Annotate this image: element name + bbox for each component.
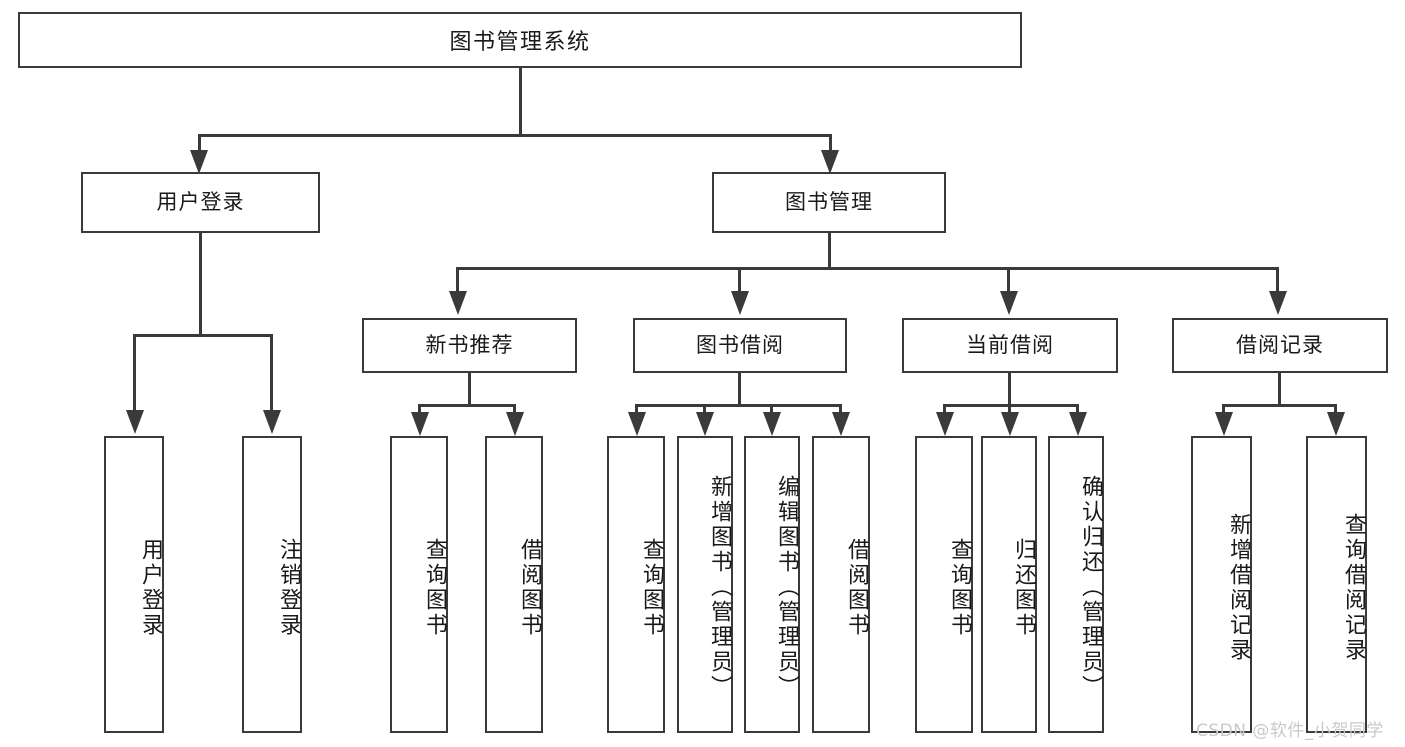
node-book-manage[interactable]: 图书管理	[712, 172, 946, 233]
leaf-add-book-admin[interactable]: 新增图书（管理员）	[677, 436, 733, 733]
connector-borrowrecord-stem	[1278, 373, 1281, 406]
leaf-edit-book-admin[interactable]: 编辑图书（管理员）	[744, 436, 800, 733]
connector-bookmanage-to-bookborrow	[738, 267, 741, 297]
arrowhead-root-to-bookmanage	[821, 150, 839, 174]
connector-userlogin-to-leaf2	[270, 334, 273, 416]
arrowhead-currentborrow-to-leaf3	[1069, 412, 1087, 436]
node-book-borrow-label: 图书借阅	[696, 332, 784, 357]
leaf-query-book-2[interactable]: 查询图书	[607, 436, 665, 733]
arrowhead-bookmanage-to-newbook	[449, 291, 467, 315]
node-borrow-record[interactable]: 借阅记录	[1172, 318, 1388, 373]
node-book-borrow[interactable]: 图书借阅	[633, 318, 847, 373]
leaf-query-book-3-label: 查询图书	[947, 537, 972, 638]
arrowhead-bookmanage-to-currentborrow	[1000, 291, 1018, 315]
node-new-book-recommend-label: 新书推荐	[425, 332, 514, 357]
node-user-login[interactable]: 用户登录	[81, 172, 320, 233]
connector-bookborrow-to-leaf3	[770, 404, 773, 418]
node-borrow-record-label: 借阅记录	[1236, 332, 1324, 357]
connector-newbook-stem	[468, 373, 471, 406]
connector-root-to-userlogin	[198, 134, 201, 158]
arrowhead-currentborrow-to-leaf1	[936, 412, 954, 436]
arrowhead-newbook-to-leaf2	[506, 412, 524, 436]
node-root-system[interactable]: 图书管理系统	[18, 12, 1022, 68]
connector-currentborrow-bar	[943, 404, 1079, 407]
connector-newbook-to-leaf2	[513, 404, 516, 418]
csdn-watermark: CSDN @软件_小贺同学	[1196, 721, 1384, 741]
leaf-add-record[interactable]: 新增借阅记录	[1191, 436, 1252, 733]
leaf-user-login-label: 用户登录	[138, 537, 163, 638]
arrowhead-newbook-to-leaf1	[411, 412, 429, 436]
node-current-borrow[interactable]: 当前借阅	[902, 318, 1118, 373]
leaf-query-book-1-label: 查询图书	[422, 537, 447, 638]
leaf-add-record-label: 新增借阅记录	[1226, 512, 1251, 663]
leaf-borrow-book-1-label: 借阅图书	[517, 537, 542, 638]
connector-newbook-bar	[418, 404, 516, 407]
connector-bookborrow-to-leaf4	[839, 404, 842, 418]
arrowhead-bookborrow-to-leaf2	[696, 412, 714, 436]
arrowhead-bookmanage-to-bookborrow	[731, 291, 749, 315]
leaf-logout[interactable]: 注销登录	[242, 436, 302, 733]
leaf-logout-label: 注销登录	[276, 537, 301, 638]
connector-bookborrow-to-leaf2	[703, 404, 706, 418]
connector-currentborrow-stem	[1008, 373, 1011, 406]
arrowhead-userlogin-to-leaf2	[263, 410, 281, 434]
node-root-system-label: 图书管理系统	[449, 30, 591, 55]
arrowhead-currentborrow-to-leaf2	[1001, 412, 1019, 436]
leaf-user-login[interactable]: 用户登录	[104, 436, 164, 733]
leaf-query-record[interactable]: 查询借阅记录	[1306, 436, 1367, 733]
node-book-manage-label: 图书管理	[785, 189, 873, 214]
connector-bookmanage-to-newbook	[456, 267, 459, 297]
node-current-borrow-label: 当前借阅	[966, 332, 1054, 357]
connector-bookmanage-to-currentborrow	[1007, 267, 1010, 297]
arrowhead-root-to-userlogin	[190, 150, 208, 174]
arrowhead-borrowrecord-to-leaf1	[1215, 412, 1233, 436]
connector-bookmanage-bar	[456, 267, 1279, 270]
arrowhead-bookmanage-to-borrowrecord	[1269, 291, 1287, 315]
connector-currentborrow-to-leaf3	[1076, 404, 1079, 418]
node-user-login-label: 用户登录	[156, 189, 245, 214]
leaf-query-book-1[interactable]: 查询图书	[390, 436, 448, 733]
connector-bookborrow-bar	[635, 404, 842, 407]
connector-borrowrecord-to-leaf1	[1222, 404, 1225, 418]
node-new-book-recommend[interactable]: 新书推荐	[362, 318, 577, 373]
connector-userlogin-bar	[133, 334, 272, 337]
connector-newbook-to-leaf1	[418, 404, 421, 418]
leaf-query-book-2-label: 查询图书	[639, 537, 664, 638]
arrowhead-bookborrow-to-leaf3	[763, 412, 781, 436]
leaf-return-book-label: 归还图书	[1011, 537, 1036, 638]
connector-currentborrow-to-leaf1	[943, 404, 946, 418]
connector-userlogin-stem	[199, 233, 202, 336]
arrowhead-bookborrow-to-leaf1	[628, 412, 646, 436]
connector-borrowrecord-bar	[1222, 404, 1337, 407]
arrowhead-userlogin-to-leaf1	[126, 410, 144, 434]
connector-root-to-bookmanage	[829, 134, 832, 158]
leaf-confirm-return-admin-label: 确认归还（管理员）	[1078, 475, 1103, 700]
connector-root-stem	[519, 68, 522, 136]
leaf-add-book-admin-label: 新增图书（管理员）	[707, 475, 732, 700]
connector-bookmanage-to-borrowrecord	[1276, 267, 1279, 297]
leaf-return-book[interactable]: 归还图书	[981, 436, 1037, 733]
leaf-query-record-label: 查询借阅记录	[1341, 512, 1366, 663]
leaf-borrow-book-2[interactable]: 借阅图书	[812, 436, 870, 733]
leaf-confirm-return-admin[interactable]: 确认归还（管理员）	[1048, 436, 1104, 733]
arrowhead-borrowrecord-to-leaf2	[1327, 412, 1345, 436]
connector-bookborrow-to-leaf1	[635, 404, 638, 418]
connector-root-bar	[198, 134, 832, 137]
leaf-borrow-book-2-label: 借阅图书	[844, 537, 869, 638]
connector-bookmanage-stem	[828, 233, 831, 270]
leaf-borrow-book-1[interactable]: 借阅图书	[485, 436, 543, 733]
connector-bookborrow-stem	[738, 373, 741, 406]
arrowhead-bookborrow-to-leaf4	[832, 412, 850, 436]
connector-currentborrow-to-leaf2	[1008, 404, 1011, 418]
leaf-query-book-3[interactable]: 查询图书	[915, 436, 973, 733]
connector-userlogin-to-leaf1	[133, 334, 136, 416]
connector-borrowrecord-to-leaf2	[1334, 404, 1337, 418]
leaf-edit-book-admin-label: 编辑图书（管理员）	[774, 475, 799, 700]
